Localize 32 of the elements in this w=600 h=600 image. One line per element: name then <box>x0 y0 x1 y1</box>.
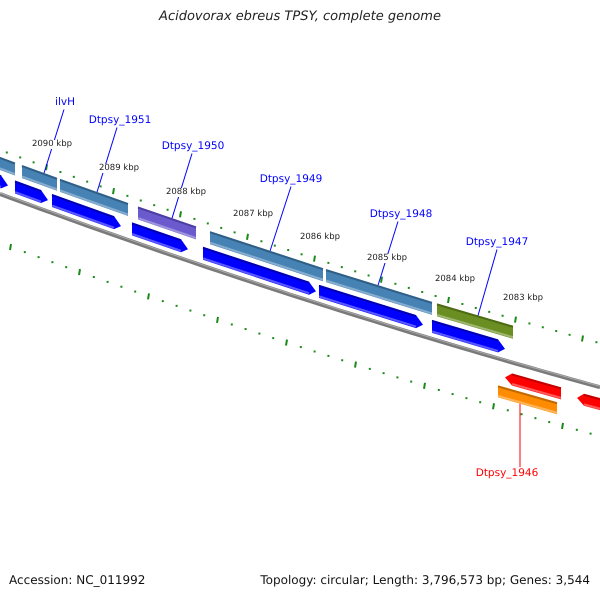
scale-label: 2087 kbp <box>232 210 274 220</box>
scale-label: 2083 kbp <box>502 294 544 304</box>
scale-label: 2089 kbp <box>98 164 140 174</box>
leader-line <box>270 186 292 252</box>
gene-feature <box>22 165 58 191</box>
gene-label: Dtpsy_1949 <box>260 174 322 186</box>
gene-feature <box>505 374 562 400</box>
scale-label: 2090 kbp <box>30 140 74 150</box>
gene-label: ilvH <box>55 97 75 109</box>
scale-label: 2088 kbp <box>164 188 208 198</box>
scale-label: 2086 kbp <box>298 233 342 242</box>
gene-feature <box>52 194 121 230</box>
gene-feature <box>318 284 423 328</box>
leader-line <box>96 127 118 193</box>
gene-feature <box>0 155 16 176</box>
gene-label: Dtpsy_1948 <box>370 209 432 221</box>
gene-label: Dtpsy_1950 <box>162 141 224 153</box>
gene-label: Dtpsy_1951 <box>88 115 152 127</box>
gene-feature <box>577 394 600 413</box>
accession-note: Accession: NC_011992 <box>9 574 146 588</box>
genome-info-note: Topology: circular; Length: 3,796,573 bp; Genes: 3,544 <box>260 574 590 588</box>
scale-label: 2084 kbp <box>434 275 476 284</box>
gene-feature <box>14 180 48 203</box>
gene-feature <box>432 320 505 352</box>
gene-feature <box>132 222 188 252</box>
leader-line <box>172 153 192 219</box>
gene-label: Dtpsy_1947 <box>466 237 528 249</box>
title: Acidovorax ebreus TPSY, complete genome <box>158 10 442 24</box>
gene-feature <box>202 246 316 295</box>
leader-line <box>44 109 64 174</box>
scale-label: 2085 kbp <box>366 254 408 264</box>
gene-label: Dtpsy_1946 <box>476 468 538 480</box>
